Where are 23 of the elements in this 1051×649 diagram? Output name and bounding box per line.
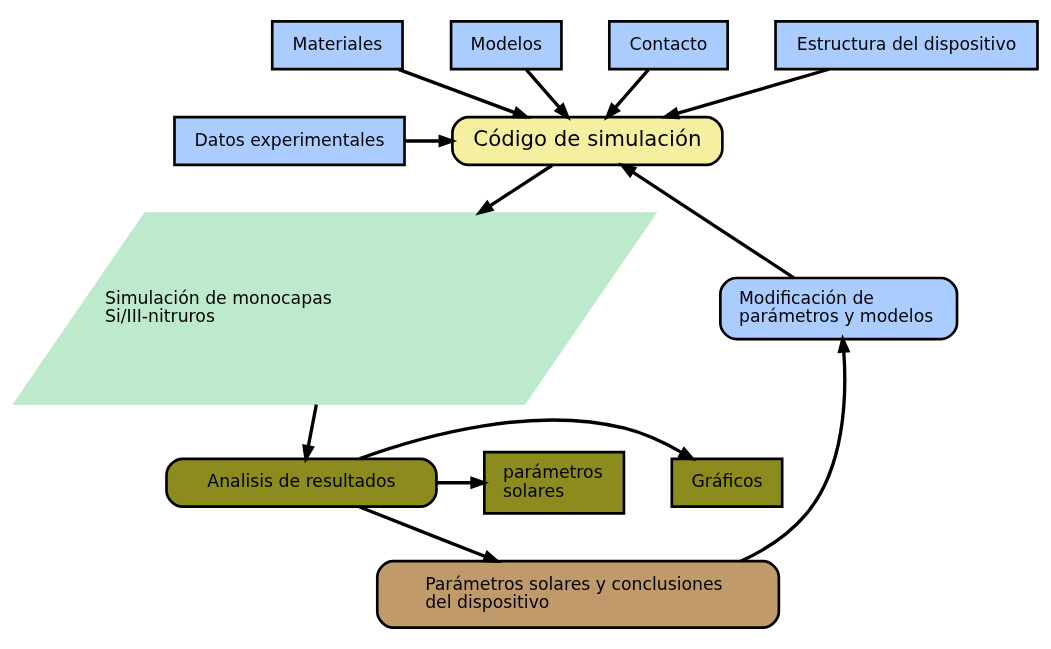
node-box: Gráficos: [670, 457, 784, 508]
arrow: [660, 67, 830, 120]
arrow: [618, 162, 795, 280]
node-box: parámetros solares: [483, 450, 626, 515]
arrow: [302, 404, 318, 464]
node-box: Analisis de resultados: [165, 457, 438, 508]
arrow: [525, 68, 571, 121]
arrow: [358, 418, 697, 462]
node-box: Modelos: [449, 20, 563, 71]
node-box: Estructura del dispositivo: [774, 20, 1039, 71]
arrow: [740, 334, 851, 563]
node-box: Parámetros solares y conclusiones del dispositivo: [375, 559, 781, 629]
arrow: [358, 505, 502, 563]
arrow: [603, 68, 650, 121]
node-box: Datos experimentales: [173, 115, 406, 167]
node-box: Código de simulación: [451, 115, 724, 167]
node-box: Materiales: [270, 20, 404, 71]
node-box: Modificación de parámetros y modelos: [719, 276, 959, 341]
node-box: Contacto: [607, 20, 729, 71]
arrow: [436, 476, 489, 490]
arrow: [475, 163, 554, 216]
arrow: [397, 67, 532, 119]
arrow: [404, 134, 458, 148]
